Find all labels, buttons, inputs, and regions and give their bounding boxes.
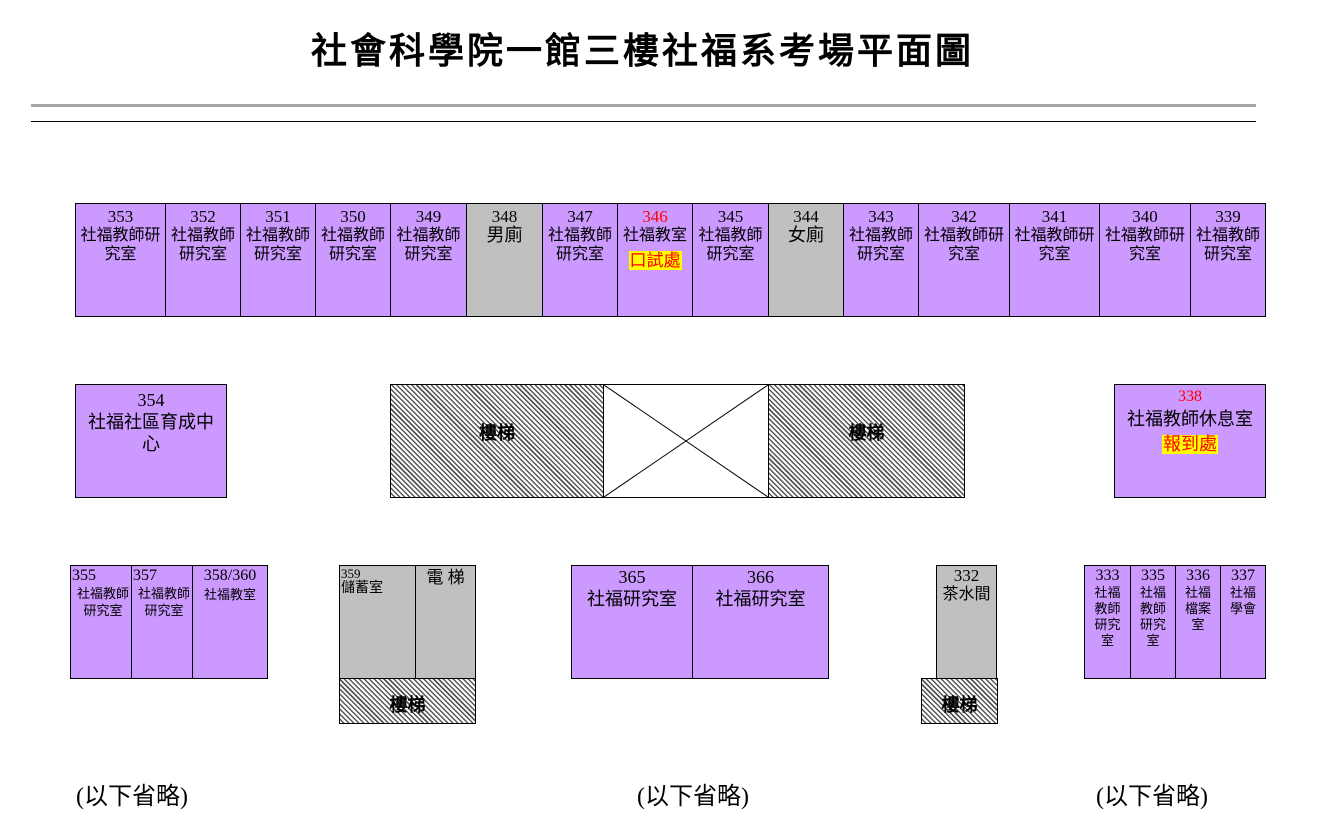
divider-black (31, 121, 1256, 122)
stairwell-left: 樓梯 (390, 384, 604, 498)
room-365: 365 社福研究室 (571, 565, 693, 679)
room-352: 352 社福教師研究室 (165, 203, 241, 317)
room-359: 359 儲蓄室 (339, 565, 416, 679)
omitted-note-left: (以下省略) (76, 784, 188, 810)
room-366: 366 社福研究室 (692, 565, 829, 679)
room-344: 344 女廁 (768, 203, 844, 317)
check-in-badge: 報到處 (1162, 434, 1218, 454)
room-354: 354 社福社區育成中心 (75, 384, 227, 498)
omitted-note-center: (以下省略) (637, 784, 749, 810)
oral-exam-badge: 口試處 (628, 251, 682, 270)
room-342: 342 社福教師研究室 (918, 203, 1010, 317)
room-339: 339 社福教師研究室 (1190, 203, 1266, 317)
page-title: 社會科學院一館三樓社福系考場平面圖 (310, 30, 974, 72)
room-357: 357 社福教師研究室 (131, 565, 193, 679)
room-346: 346 社福教室 口試處 (617, 203, 693, 317)
room-358-360: 358/360 社福教室 (192, 565, 268, 679)
room-347: 347 社福教師研究室 (542, 203, 618, 317)
room-350: 350 社福教師研究室 (315, 203, 391, 317)
room-353: 353 社福教師研究室 (75, 203, 166, 317)
room-332: 332 茶水間 (936, 565, 997, 679)
omitted-note-right: (以下省略) (1096, 784, 1208, 810)
room-343: 343 社福教師研究室 (843, 203, 919, 317)
void-cross-icon (604, 385, 768, 497)
room-335: 335 社福教師研究室 (1130, 565, 1176, 679)
stairwell-bottom-left: 樓梯 (339, 678, 476, 724)
room-337: 337 社福學會 (1220, 565, 1266, 679)
elevator: 電 梯 (415, 565, 476, 679)
room-345: 345 社福教師研究室 (692, 203, 769, 317)
room-355: 355 社福教師研究室 (70, 565, 132, 679)
stairwell-bottom-right: 樓梯 (921, 678, 998, 724)
stairwell-right: 樓梯 (768, 384, 965, 498)
room-351: 351 社福教師研究室 (240, 203, 316, 317)
room-333: 333 社福教師研究室 (1084, 565, 1131, 679)
room-348: 348 男廁 (466, 203, 543, 317)
room-336: 336 社福檔案室 (1175, 565, 1221, 679)
room-340: 340 社福教師研究室 (1099, 203, 1191, 317)
room-349: 349 社福教師研究室 (390, 203, 467, 317)
room-338: 338 社福教師休息室 報到處 (1114, 384, 1266, 498)
room-341: 341 社福教師研究室 (1009, 203, 1100, 317)
atrium-void (603, 384, 769, 498)
divider-gray (31, 104, 1256, 107)
